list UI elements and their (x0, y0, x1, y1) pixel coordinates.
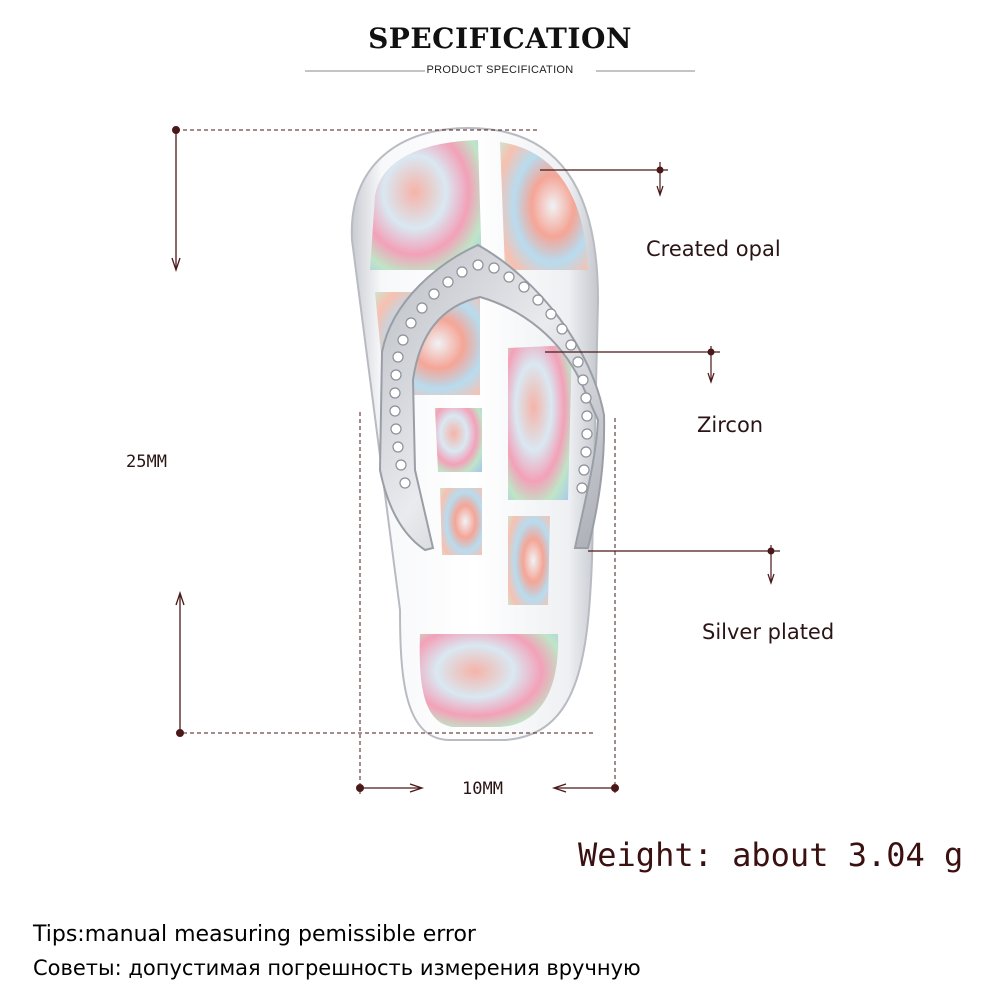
tips-russian: Советы: допустимая погрешность измерения… (33, 956, 641, 980)
height-dimension (171, 126, 595, 737)
opal-inlay-low-left (440, 488, 482, 555)
page-title: SPECIFICATION (368, 22, 632, 55)
weight-label: Weight: about 3.04 g (578, 836, 964, 874)
silver-leader (588, 545, 780, 585)
zircon-label: Zircon (697, 413, 764, 437)
opal-inlay-low-right (508, 516, 550, 605)
height-dimension-label: 25MM (126, 452, 167, 472)
opal-leader (540, 162, 668, 197)
opal-inlay-top-left (370, 140, 482, 270)
width-dimension (356, 412, 619, 795)
zircon-strap (378, 243, 606, 552)
opal-inlay-heel (419, 634, 559, 727)
page-subtitle: PRODUCT SPECIFICATION (426, 64, 574, 76)
opal-inlay-mid-right (508, 345, 572, 500)
opal-inlay-mid-center (435, 408, 482, 472)
silver-plated-label: Silver plated (702, 620, 835, 644)
created-opal-label: Created opal (646, 237, 781, 261)
zircon-leader (545, 346, 720, 384)
zircon-stones (389, 259, 593, 494)
tips-english: Tips:manual measuring pemissible error (33, 922, 476, 947)
width-dimension-label: 10MM (462, 779, 503, 799)
opal-inlay-top-right (500, 142, 588, 270)
